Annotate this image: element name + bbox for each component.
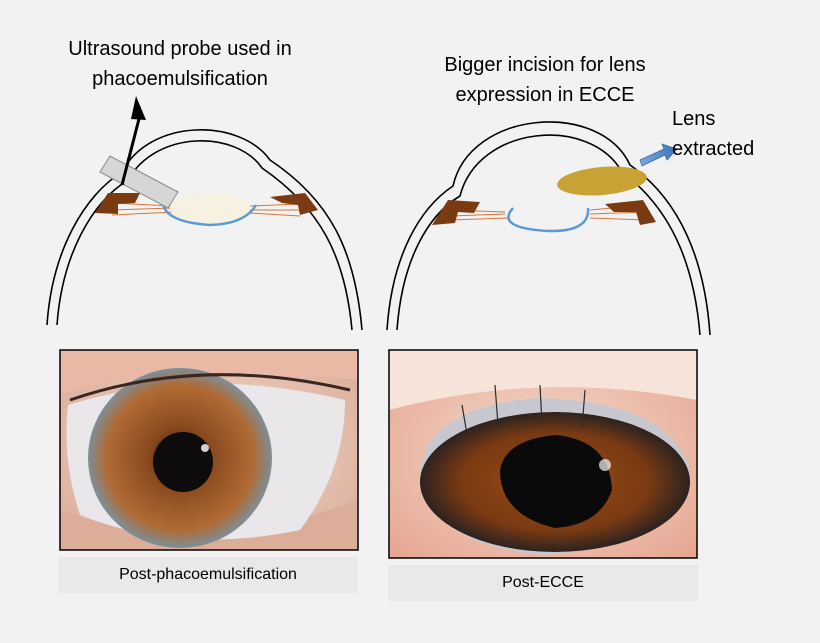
right-photo-pupil [500,435,612,528]
right-lens-capsule [507,207,590,233]
left-eye-wall-outer [46,129,363,331]
right-eye-wall-inner [396,134,701,336]
lens-extracted-label: Lens extracted [672,104,782,164]
incision-label: Bigger incision for lens expression in E… [420,50,670,110]
probe-label-line-1: Ultrasound probe used in [68,38,292,60]
incision-label-line-2: expression in ECCE [455,84,635,106]
lens-label-line-2: extracted [672,138,755,160]
post-phaco-caption: Post-phacoemulsification [58,557,358,593]
right-zonules [449,204,646,221]
right-eye-wall-outer [386,121,711,336]
right-iris-left [432,200,480,225]
extracted-lens [557,166,647,196]
left-lens-capsule [161,202,258,227]
incision-label-line-1: Bigger incision for lens [444,54,646,76]
post-phaco-photo [59,349,359,551]
ultrasound-probe [99,96,179,209]
probe-label-line-2: phacoemulsification [92,68,268,90]
post-ecce-photo [388,349,698,559]
extraction-arrow [639,143,678,167]
post-ecce-caption: Post-ECCE [388,565,698,601]
probe-label: Ultrasound probe used in phacoemulsifica… [40,34,320,94]
lens-label-line-1: Lens [672,108,716,130]
left-eye-diagram [46,96,363,331]
sutures [461,384,586,441]
left-iris-left [95,193,140,214]
left-iris-right [270,193,318,215]
lens-nucleus [170,193,250,223]
left-photo-pupil [153,432,213,492]
right-eye-diagram [386,121,711,336]
right-iris-right [605,200,656,225]
left-eye-wall-inner [56,140,353,331]
